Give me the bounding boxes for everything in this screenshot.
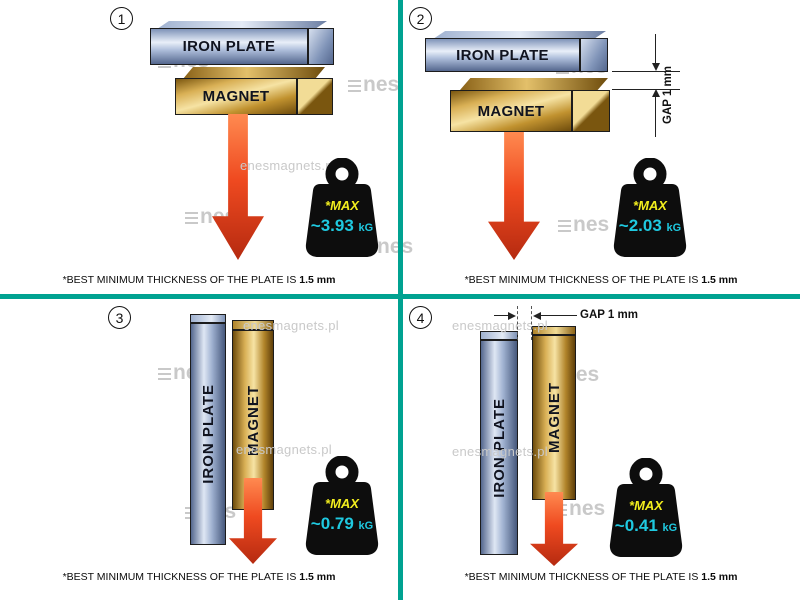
magnet-label: MAGNET: [477, 102, 545, 120]
gap-arrow-left-icon: [533, 312, 541, 320]
iron-plate: IRON PLATE: [480, 340, 518, 555]
gap-label: GAP 1 mm: [580, 309, 638, 321]
force-number: ~2.03: [618, 216, 662, 235]
gap-edge-line: [531, 306, 532, 340]
magnet-label: MAGNET: [545, 382, 563, 453]
iron-plate-label: IRON PLATE: [456, 46, 549, 64]
iron-plate-label: IRON PLATE: [199, 384, 217, 484]
magnet-top-face: [532, 326, 576, 335]
force-number: ~0.79: [310, 514, 354, 533]
enes-logo-bars-icon: [558, 219, 571, 235]
gap-extension-line: [612, 71, 680, 72]
gap-pointer-line: [541, 315, 577, 316]
weight-icon: *MAX ~0.41 kG: [602, 458, 690, 560]
panel-1-caption: *BEST MINIMUM THICKNESS OF THE PLATE IS …: [0, 274, 398, 286]
iron-plate-end-face: [580, 38, 608, 72]
caption-text: *BEST MINIMUM THICKNESS OF THE PLATE IS: [464, 274, 699, 286]
max-force-value: ~0.41 kG: [602, 516, 690, 536]
panel-3-caption: *BEST MINIMUM THICKNESS OF THE PLATE IS …: [0, 571, 398, 583]
magnet-end-face: [572, 90, 610, 132]
gap-pointer-line: [494, 315, 508, 316]
site-watermark: enesmagnets.pl: [240, 158, 336, 173]
magnet-end-face: [297, 78, 333, 115]
force-unit: kG: [666, 222, 682, 234]
kettlebell-shape-icon: [305, 456, 379, 555]
pull-force-arrow-icon: [212, 114, 264, 260]
site-watermark: enesmagnets.pl: [452, 318, 548, 333]
max-force-value: ~3.93 kG: [298, 216, 386, 236]
gap-dimension-line: [655, 97, 656, 137]
caption-text: *BEST MINIMUM THICKNESS OF THE PLATE IS: [464, 571, 699, 583]
enes-logo-text: nes: [569, 497, 606, 520]
iron-plate-label: IRON PLATE: [182, 38, 276, 55]
gap-arrow-down-icon: [652, 63, 660, 71]
caption-text: *BEST MINIMUM THICKNESS OF THE PLATE IS: [62, 274, 297, 286]
divider-vertical: [398, 0, 403, 600]
enes-logo-text: nes: [377, 235, 414, 258]
max-label: *MAX: [325, 198, 359, 213]
pull-force-arrow-icon: [488, 132, 540, 260]
iron-plate-top-face: [157, 21, 327, 29]
divider-horizontal: [0, 294, 800, 299]
magnet-label: MAGNET: [202, 88, 270, 105]
enes-logo-bars-icon: [158, 367, 171, 383]
max-force-value: ~2.03 kG: [606, 216, 694, 236]
gap-label: GAP 1 mm: [662, 66, 674, 124]
panel-2-number: 2: [409, 7, 432, 30]
caption-text: *BEST MINIMUM THICKNESS OF THE PLATE IS: [62, 571, 297, 583]
enes-logo-watermark: nes: [348, 73, 400, 96]
force-unit: kG: [358, 222, 374, 234]
iron-plate-top-face: [433, 31, 606, 39]
gap-dimension-line: [655, 34, 656, 64]
site-watermark: enesmagnets.pl: [236, 442, 332, 457]
panel-4-number: 4: [409, 306, 432, 329]
max-force-value: ~0.79 kG: [298, 514, 386, 534]
magnet: MAGNET: [450, 90, 572, 132]
iron-plate: IRON PLATE: [425, 38, 580, 72]
max-label: *MAX: [629, 498, 663, 513]
panel-4-caption: *BEST MINIMUM THICKNESS OF THE PLATE IS …: [402, 571, 800, 583]
max-label: *MAX: [633, 198, 667, 213]
panel-2-caption: *BEST MINIMUM THICKNESS OF THE PLATE IS …: [402, 274, 800, 286]
kettlebell-shape-icon: [613, 158, 687, 257]
iron-plate-top-face: [190, 314, 226, 323]
panel-1-number: 1: [110, 7, 133, 30]
caption-bold-value: 1.5 mm: [701, 571, 738, 583]
weight-icon: *MAX ~0.79 kG: [298, 456, 386, 558]
panel-3-number: 3: [108, 306, 131, 329]
caption-bold-value: 1.5 mm: [701, 274, 738, 286]
kettlebell-shape-icon: [609, 458, 683, 557]
enes-logo-watermark: nes: [558, 213, 610, 236]
enes-logo-text: nes: [573, 213, 610, 236]
force-unit: kG: [662, 522, 678, 534]
gap-arrow-up-icon: [652, 89, 660, 97]
enes-logo-text: nes: [363, 73, 400, 96]
iron-plate: IRON PLATE: [190, 323, 226, 545]
magnet-top-face: [183, 67, 325, 79]
magnet: MAGNET: [532, 335, 576, 500]
enes-logo-bars-icon: [348, 79, 361, 95]
gap-extension-line: [612, 89, 680, 90]
weight-icon: *MAX ~3.93 kG: [298, 158, 386, 260]
iron-plate-end-face: [308, 28, 334, 65]
force-number: ~3.93: [310, 216, 354, 235]
site-watermark: enesmagnets.pl: [452, 444, 548, 459]
gap-arrow-right-icon: [508, 312, 516, 320]
caption-bold-value: 1.5 mm: [299, 274, 336, 286]
enes-logo-bars-icon: [185, 211, 198, 227]
kettlebell-shape-icon: [305, 158, 379, 257]
iron-plate: IRON PLATE: [150, 28, 308, 65]
weight-icon: *MAX ~2.03 kG: [606, 158, 694, 260]
force-number: ~0.41: [614, 516, 658, 535]
magnet-top-face: [232, 320, 274, 330]
caption-bold-value: 1.5 mm: [299, 571, 336, 583]
magnet-top-face: [460, 78, 608, 90]
max-label: *MAX: [325, 496, 359, 511]
site-watermark: enesmagnets.pl: [243, 318, 339, 333]
gap-edge-line: [517, 306, 518, 340]
magnet: MAGNET: [175, 78, 297, 115]
force-unit: kG: [358, 520, 374, 532]
